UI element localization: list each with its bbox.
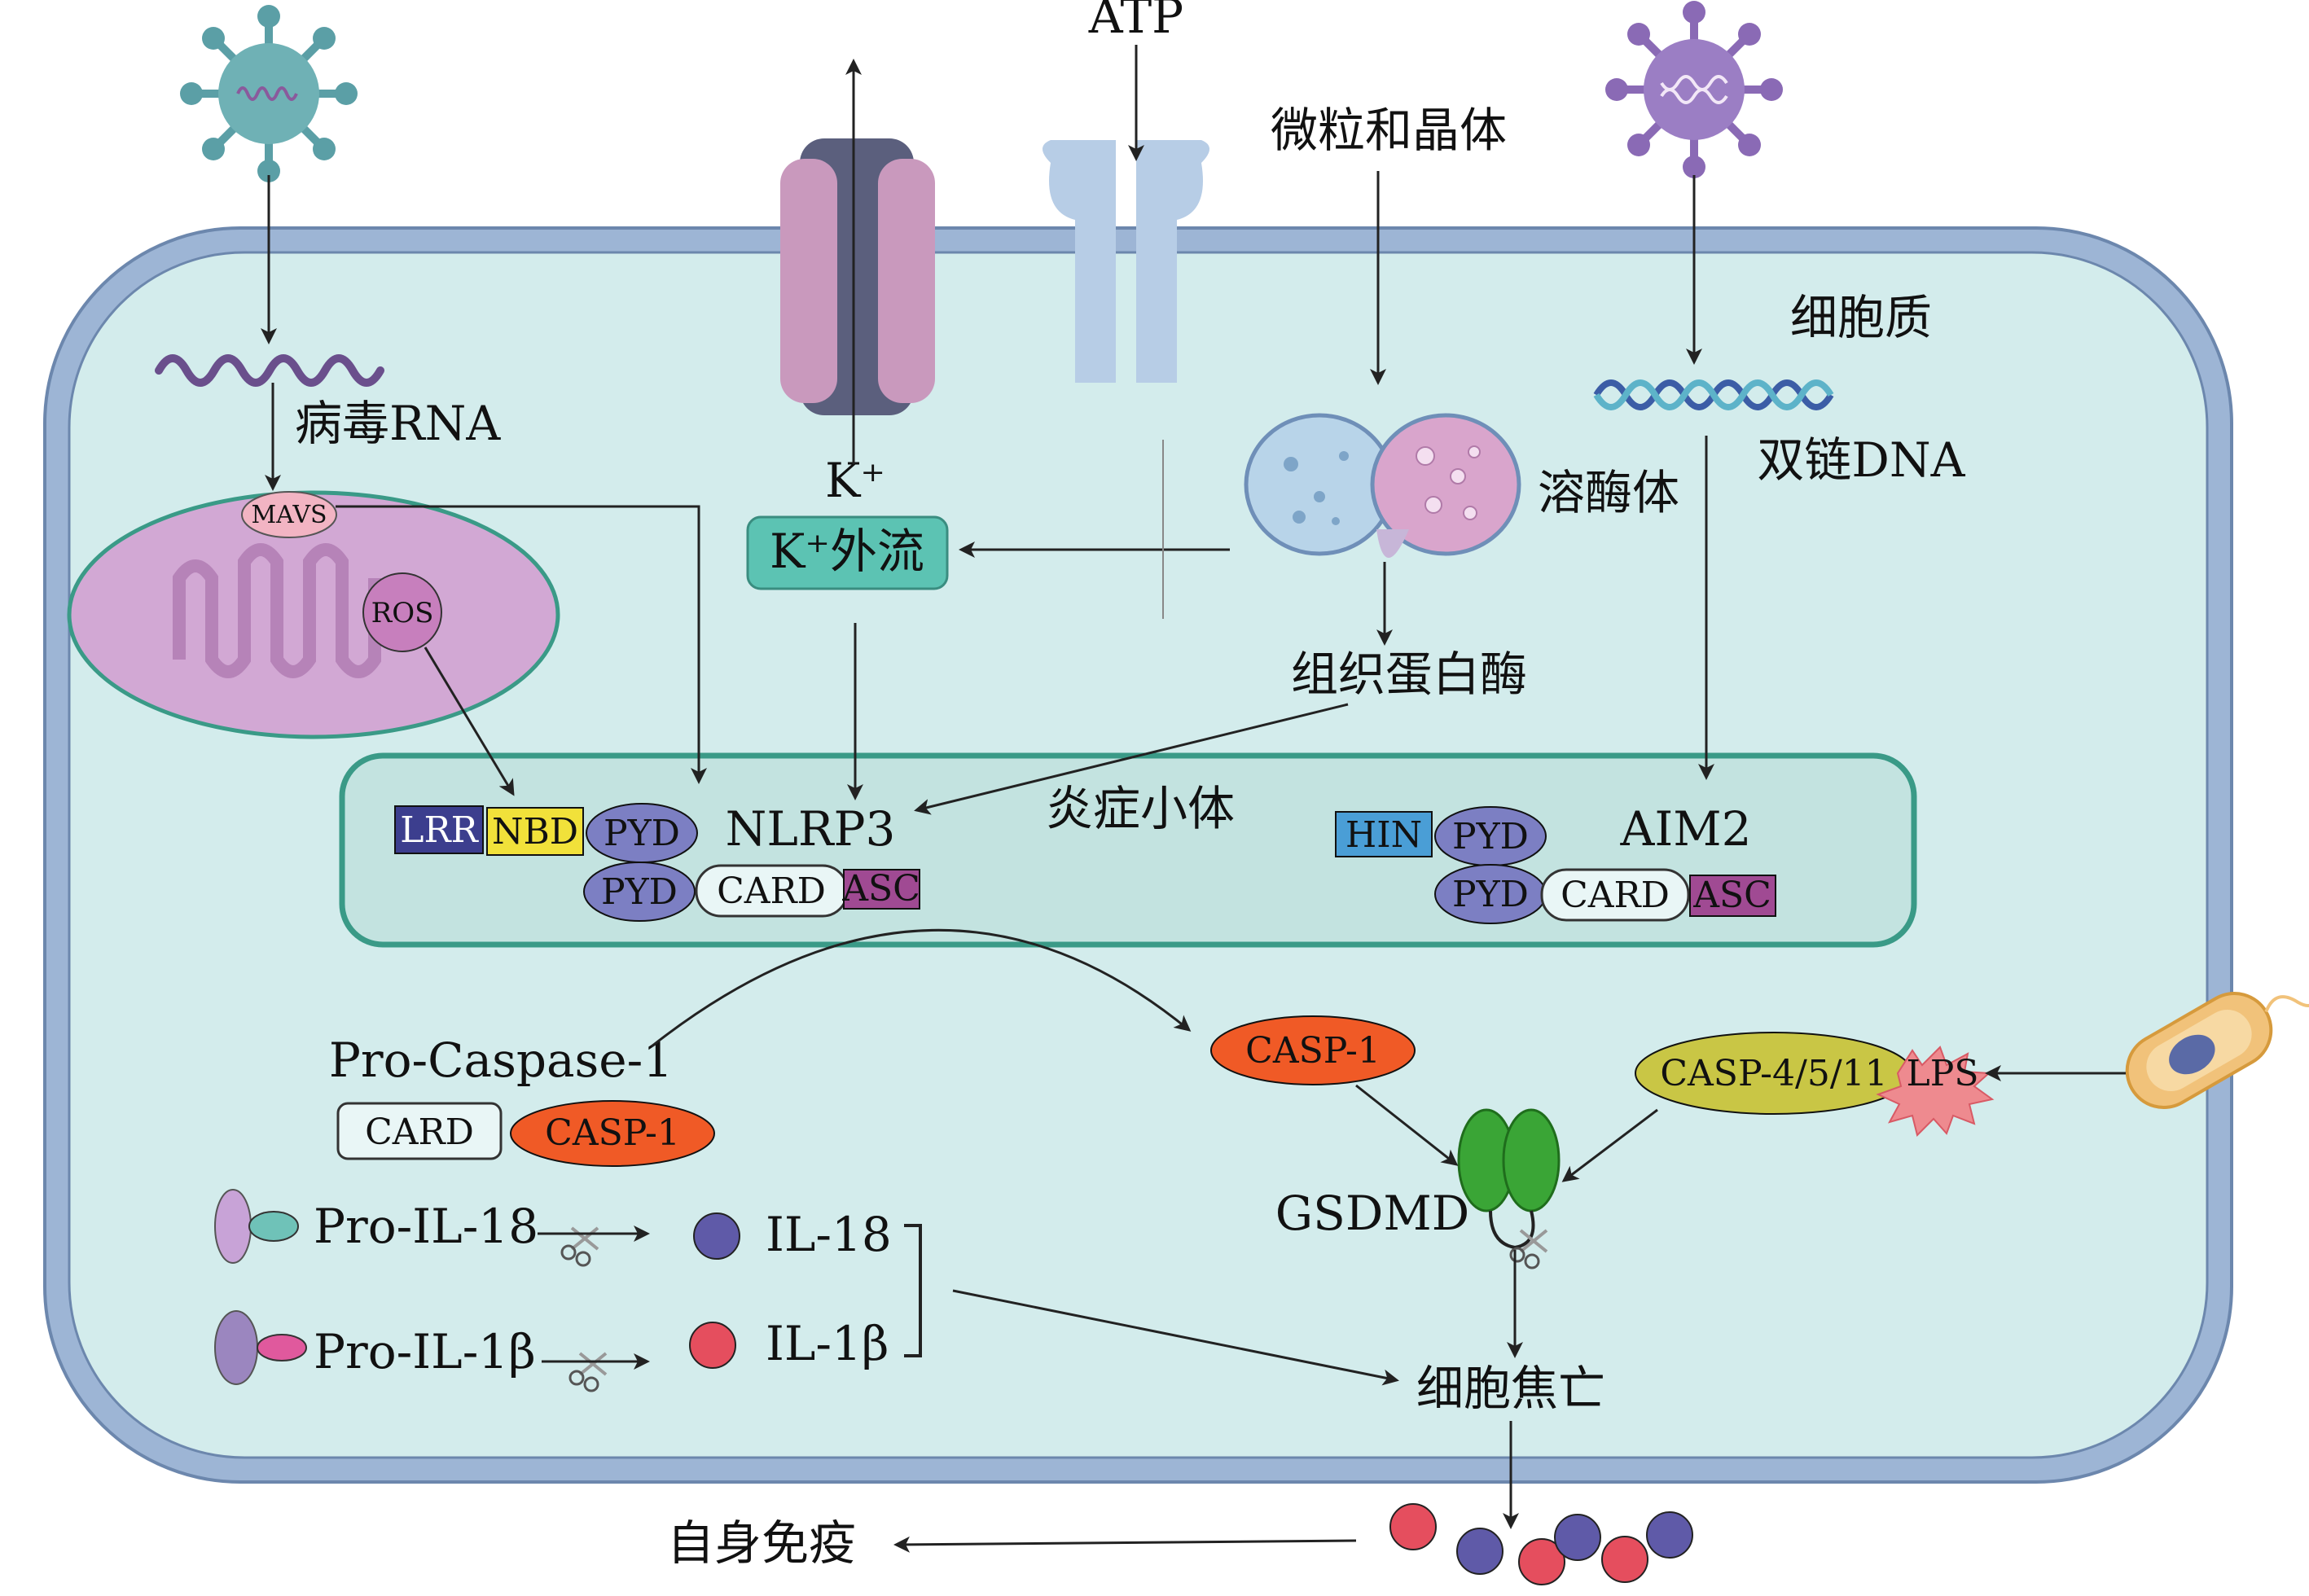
arrow-casp4511-to-gsdmd: [1561, 1108, 1658, 1182]
released-il18-dot: [1456, 1528, 1503, 1575]
pro-il18-label: Pro-IL-18: [314, 1199, 538, 1254]
nbd-label: NBD: [492, 811, 578, 853]
potassium-channel-icon: [780, 138, 935, 415]
il18-dot: [693, 1212, 740, 1260]
viral-rna-label: 病毒RNA: [295, 396, 501, 451]
arrow-procaspase-to-casp1: [651, 928, 1192, 1048]
nlrp3-pyd-label: PYD: [604, 813, 680, 854]
aim2-asc-domain: [1689, 875, 1776, 917]
nlrp3-asc-label: ASC: [841, 868, 920, 910]
nlrp3-card-label: CARD: [717, 870, 826, 912]
mitochondrion-icon: [67, 490, 560, 739]
released-il18-dot: [1554, 1514, 1601, 1561]
casp1-active-shape: [1210, 1015, 1416, 1085]
aim2-card-domain: [1540, 868, 1690, 922]
aim2-asc-label: ASC: [1692, 875, 1771, 916]
autoimmunity-label: 自身免疫: [667, 1515, 856, 1571]
k-efflux-label: K⁺外流: [770, 524, 924, 579]
atp-receptor-icon: [1043, 140, 1209, 383]
scissors-icon: [560, 1226, 599, 1267]
pro-il1b-label: Pro-IL-1β: [314, 1324, 536, 1379]
pro-caspase1-casp1-label: CASP-1: [545, 1112, 680, 1154]
cytokine-bracket: [904, 1224, 922, 1357]
bacterium-icon: [2125, 983, 2309, 1109]
pro-caspase1-card: [336, 1102, 503, 1160]
inflammasome-label: 炎症小体: [1046, 781, 1235, 836]
pyroptosis-label: 细胞焦亡: [1416, 1361, 1605, 1416]
lrr-domain: [394, 805, 484, 854]
lysosome-icon: [1244, 413, 1521, 558]
gsdmd-right-shape: [1502, 1108, 1561, 1212]
asc-pyd-label: PYD: [601, 871, 678, 913]
pro-caspase1-label: Pro-Caspase-1: [329, 1033, 673, 1088]
nlrp3-label: NLRP3: [726, 801, 896, 857]
k-plus-label: K⁺: [825, 453, 885, 508]
lps-burst-icon: [1876, 1046, 1995, 1137]
arrow-casp1-to-gsdmd: [1355, 1084, 1459, 1166]
pro-il1b-shape: [214, 1310, 258, 1385]
il1b-dot: [689, 1322, 736, 1369]
released-cytokines: [1389, 1503, 1693, 1585]
aim2-asc-pyd-label: PYD: [1452, 874, 1529, 915]
il18-label: IL-18: [766, 1207, 892, 1262]
pro-il18-tail: [248, 1211, 299, 1242]
scissors-icon: [568, 1352, 608, 1392]
released-il18-dot: [1646, 1511, 1693, 1559]
aim2-label: AIM2: [1619, 801, 1751, 857]
lrr-label: LRR: [400, 809, 479, 851]
pro-il18-shape: [214, 1189, 252, 1264]
particles-crystals-label: 微粒和晶体: [1271, 103, 1507, 158]
hin-label: HIN: [1345, 814, 1422, 856]
mavs-label: MAVS: [251, 501, 327, 529]
atp-label: ATP: [1088, 0, 1183, 44]
pathway-arrows: [261, 45, 2126, 1553]
dna-virus-icon: [1605, 1, 1783, 178]
arrow-cytokines-to-pyroptosis: [952, 1289, 1399, 1386]
casp4511-label: CASP-4/5/11: [1660, 1053, 1887, 1094]
arrow-cathepsin-to-nlrp3: [914, 703, 1349, 815]
aim2-card-label: CARD: [1561, 875, 1670, 916]
hin-domain: [1335, 811, 1433, 857]
lysosome-label: 溶酶体: [1538, 465, 1679, 520]
ros-label: ROS: [371, 597, 434, 629]
dsdna-helix-icon: [1593, 379, 1834, 410]
nbd-domain: [486, 807, 584, 856]
ros-shape: [362, 572, 442, 652]
arrow-ros-to-nlrp3: [424, 647, 515, 796]
released-il1b-dot: [1389, 1503, 1437, 1550]
pro-caspase1-casp1: [510, 1100, 715, 1167]
il1b-label: IL-1β: [766, 1316, 889, 1371]
scissors-icon: [1509, 1229, 1548, 1269]
released-il1b-dot: [1601, 1536, 1648, 1583]
casp1-active-label: CASP-1: [1245, 1030, 1381, 1072]
released-il1b-dot: [1518, 1538, 1565, 1585]
nlrp3-asc-domain: [843, 869, 920, 910]
mavs-shape: [241, 491, 337, 538]
arrow-release-to-autoimmunity: [893, 1536, 1357, 1553]
gsdmd-label: GSDMD: [1275, 1186, 1469, 1241]
viral-rna-strand-icon: [155, 354, 384, 387]
asc-pyd-domain: [583, 862, 696, 922]
aim2-pyd-label: PYD: [1452, 816, 1529, 857]
k-efflux-box: [746, 515, 949, 590]
arrow-mavs-to-nlrp3: [336, 505, 707, 784]
pro-il1b-tail: [257, 1334, 307, 1361]
rna-virus-icon: [180, 5, 358, 182]
lps-label: LPS: [1907, 1053, 1979, 1094]
cathepsin-label: 组织蛋白酶: [1291, 647, 1527, 702]
pro-caspase1-card-label: CARD: [365, 1112, 474, 1153]
dsdna-label: 双链DNA: [1757, 432, 1965, 488]
cytoplasm-label: 细胞质: [1790, 290, 1932, 345]
